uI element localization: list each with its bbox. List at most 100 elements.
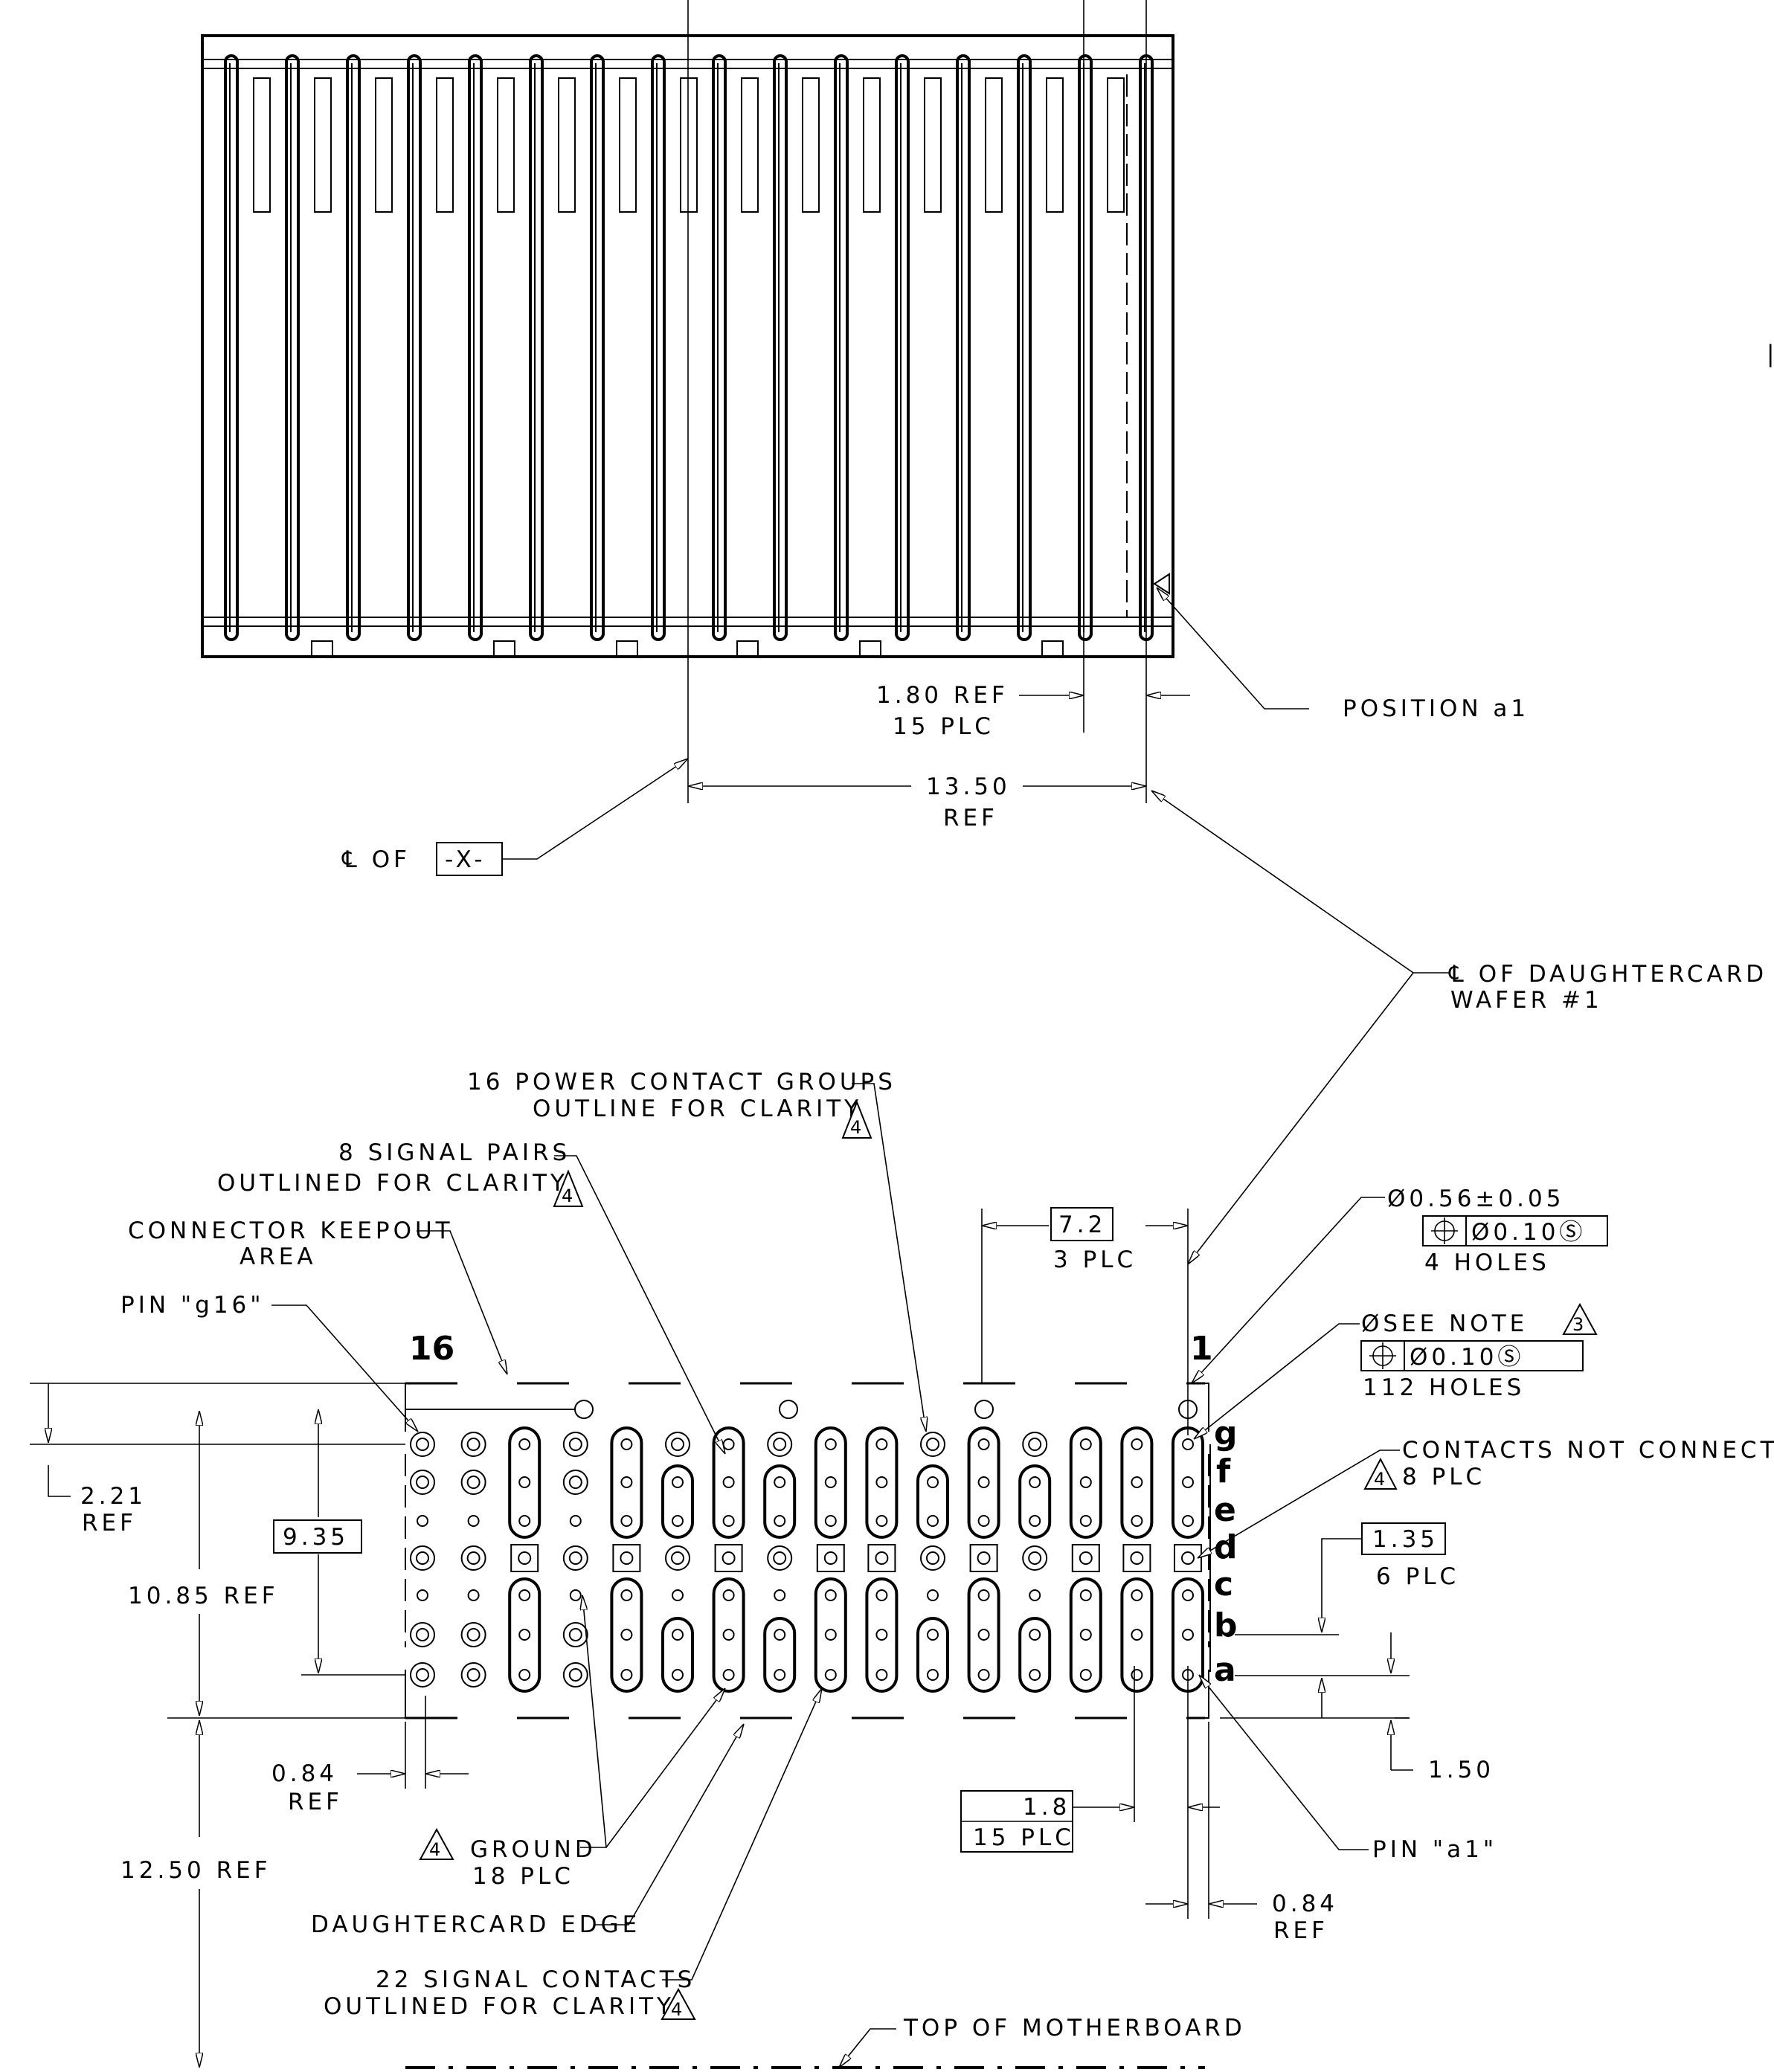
wafer-rail (407, 54, 422, 641)
nc-pin-square (1174, 1544, 1202, 1572)
wafer-slot (1107, 77, 1125, 213)
ground-pin (620, 1476, 633, 1488)
nc-label: CONTACTS NOT CONNECTED (1402, 1437, 1774, 1464)
dim-1-80-qty: 15 PLC (893, 713, 994, 740)
datum-x-label: -X- (445, 846, 486, 873)
pin-g16-label: PIN "g16" (120, 1292, 265, 1319)
wafer-slot (619, 77, 637, 213)
contact-group-outline (712, 1577, 745, 1693)
signal-pin-inner (773, 1438, 787, 1451)
ground-pin (977, 1476, 990, 1488)
dim-1-80-value: 1.80 REF (876, 682, 1009, 709)
signal-pin-outer (460, 1470, 486, 1495)
row-label-c: c (1214, 1566, 1233, 1603)
wafer-rail (468, 54, 483, 641)
ground-pin (620, 1438, 633, 1450)
signal-pin-inner (466, 1438, 481, 1451)
fcf-tolerance-1 (1465, 1215, 1608, 1246)
contact-group-outline (916, 1464, 949, 1539)
ground-pin (1182, 1438, 1194, 1450)
svg-text:4: 4 (429, 1839, 440, 1860)
ground-pin (672, 1589, 684, 1601)
large-hole-callout: Ø0.56±0.05 Ø0.10Ⓢ 4 HOLES (1192, 1185, 1608, 1383)
signal-pin-inner (568, 1668, 582, 1682)
ground-pin (672, 1629, 684, 1641)
wafer-rail (529, 54, 544, 641)
footprint-view: 16 1 g f e d c b a (405, 1330, 1238, 1719)
peg (1041, 640, 1064, 657)
ground-pin (977, 1515, 990, 1527)
dim-9-35-box (273, 1519, 362, 1554)
wafer-rail (712, 54, 727, 641)
dim-10-85-value: 10.85 REF (128, 1583, 279, 1609)
ground-pin (1131, 1669, 1143, 1681)
dim-1-35-value: 1.35 (1372, 1526, 1439, 1553)
ground-pin (1029, 1515, 1041, 1527)
fcf-tolerance-2 (1404, 1340, 1584, 1371)
nc-pin-square (1071, 1544, 1100, 1572)
dim-1-35: 1.35 6 PLC (1235, 1522, 1456, 1718)
svg-text:4: 4 (850, 1117, 861, 1138)
dc-edge-label: DAUGHTERCARD EDGE (311, 1911, 640, 1938)
signal-pin-inner (416, 1438, 429, 1451)
ground-pin (774, 1589, 786, 1601)
centerline-x-callout: ℄ OF -X- (341, 759, 688, 876)
ground-pin (824, 1476, 837, 1488)
signal-pin-outer (562, 1432, 588, 1457)
small-hole-callout: ØSEE NOTE 3 Ø0.10Ⓢ 112 HOLES (1194, 1302, 1598, 1439)
ground-pin (824, 1669, 837, 1681)
contact-group-outline (865, 1577, 899, 1693)
ground-pin (927, 1589, 939, 1601)
ground-pin (1029, 1589, 1041, 1601)
ground-pin (927, 1669, 939, 1681)
nc-pin-square (1122, 1544, 1151, 1572)
svg-text:4: 4 (562, 1185, 573, 1206)
signal-pin-inner (416, 1628, 429, 1641)
row-label-a: a (1214, 1651, 1236, 1689)
svg-text:4: 4 (1374, 1469, 1385, 1490)
contacts-nc-callout: CONTACTS NOT CONNECTED 4 8 PLC (1198, 1437, 1774, 1558)
peg (736, 640, 759, 657)
signal-contacts-callout: 22 SIGNAL CONTACTS OUTLINED FOR CLARITY … (324, 1688, 822, 2020)
nc-pin-square (612, 1544, 641, 1572)
ground-pin (1079, 1589, 1092, 1601)
ground-pin (1079, 1476, 1092, 1488)
contact-group-outline (1172, 1426, 1204, 1539)
ground-pin (824, 1438, 837, 1450)
nc-pin-inner (722, 1551, 736, 1565)
ground-pin (1182, 1589, 1194, 1601)
wafer-rail (590, 54, 605, 641)
note-flag-3 (1562, 1302, 1598, 1335)
ground-pin (1079, 1629, 1092, 1641)
ground-qty-label: 18 PLC (472, 1863, 574, 1890)
ground-pin (722, 1476, 735, 1488)
contact-group-outline (967, 1577, 1000, 1693)
ground-pin (467, 1589, 480, 1601)
dim-1-8: 1.8 15 PLC (960, 1666, 1220, 1919)
contact-group-outline (865, 1426, 899, 1539)
left-dimensions: 2.21 REF 9.35 10.85 REF 12.50 REF 0.84 R… (30, 1383, 469, 2068)
dim-7-2-value: 7.2 (1058, 1212, 1106, 1238)
signal-pin-inner (466, 1551, 481, 1565)
dim-9-35-value: 9.35 (283, 1524, 349, 1551)
peg-group (311, 640, 1064, 657)
daughtercard-centerline-callout: ℄ OF DAUGHTERCARD WAFER #1 (1151, 791, 1764, 1264)
pin-g16-callout: PIN "g16" (120, 1292, 418, 1432)
ground-pin (875, 1515, 888, 1527)
wafer-rail (834, 54, 849, 641)
wafer-rail (1078, 54, 1093, 641)
signal-pin-inner (568, 1628, 582, 1641)
ground-pin (1029, 1669, 1041, 1681)
wafer-slot (1046, 77, 1064, 213)
dim-7-2: 7.2 3 PLC (981, 1207, 1189, 1435)
contact-group-outline (610, 1577, 643, 1693)
svg-text:3: 3 (1572, 1314, 1584, 1335)
signal-pin-inner (466, 1476, 481, 1489)
signal-pin-outer (410, 1470, 435, 1495)
ground-pin (875, 1476, 888, 1488)
ground-pin (774, 1476, 786, 1488)
dim-13-50: 13.50 REF (688, 773, 1146, 831)
ground-pin (824, 1629, 837, 1641)
ground-pin (1131, 1629, 1143, 1641)
signal-pin-outer (460, 1622, 486, 1647)
